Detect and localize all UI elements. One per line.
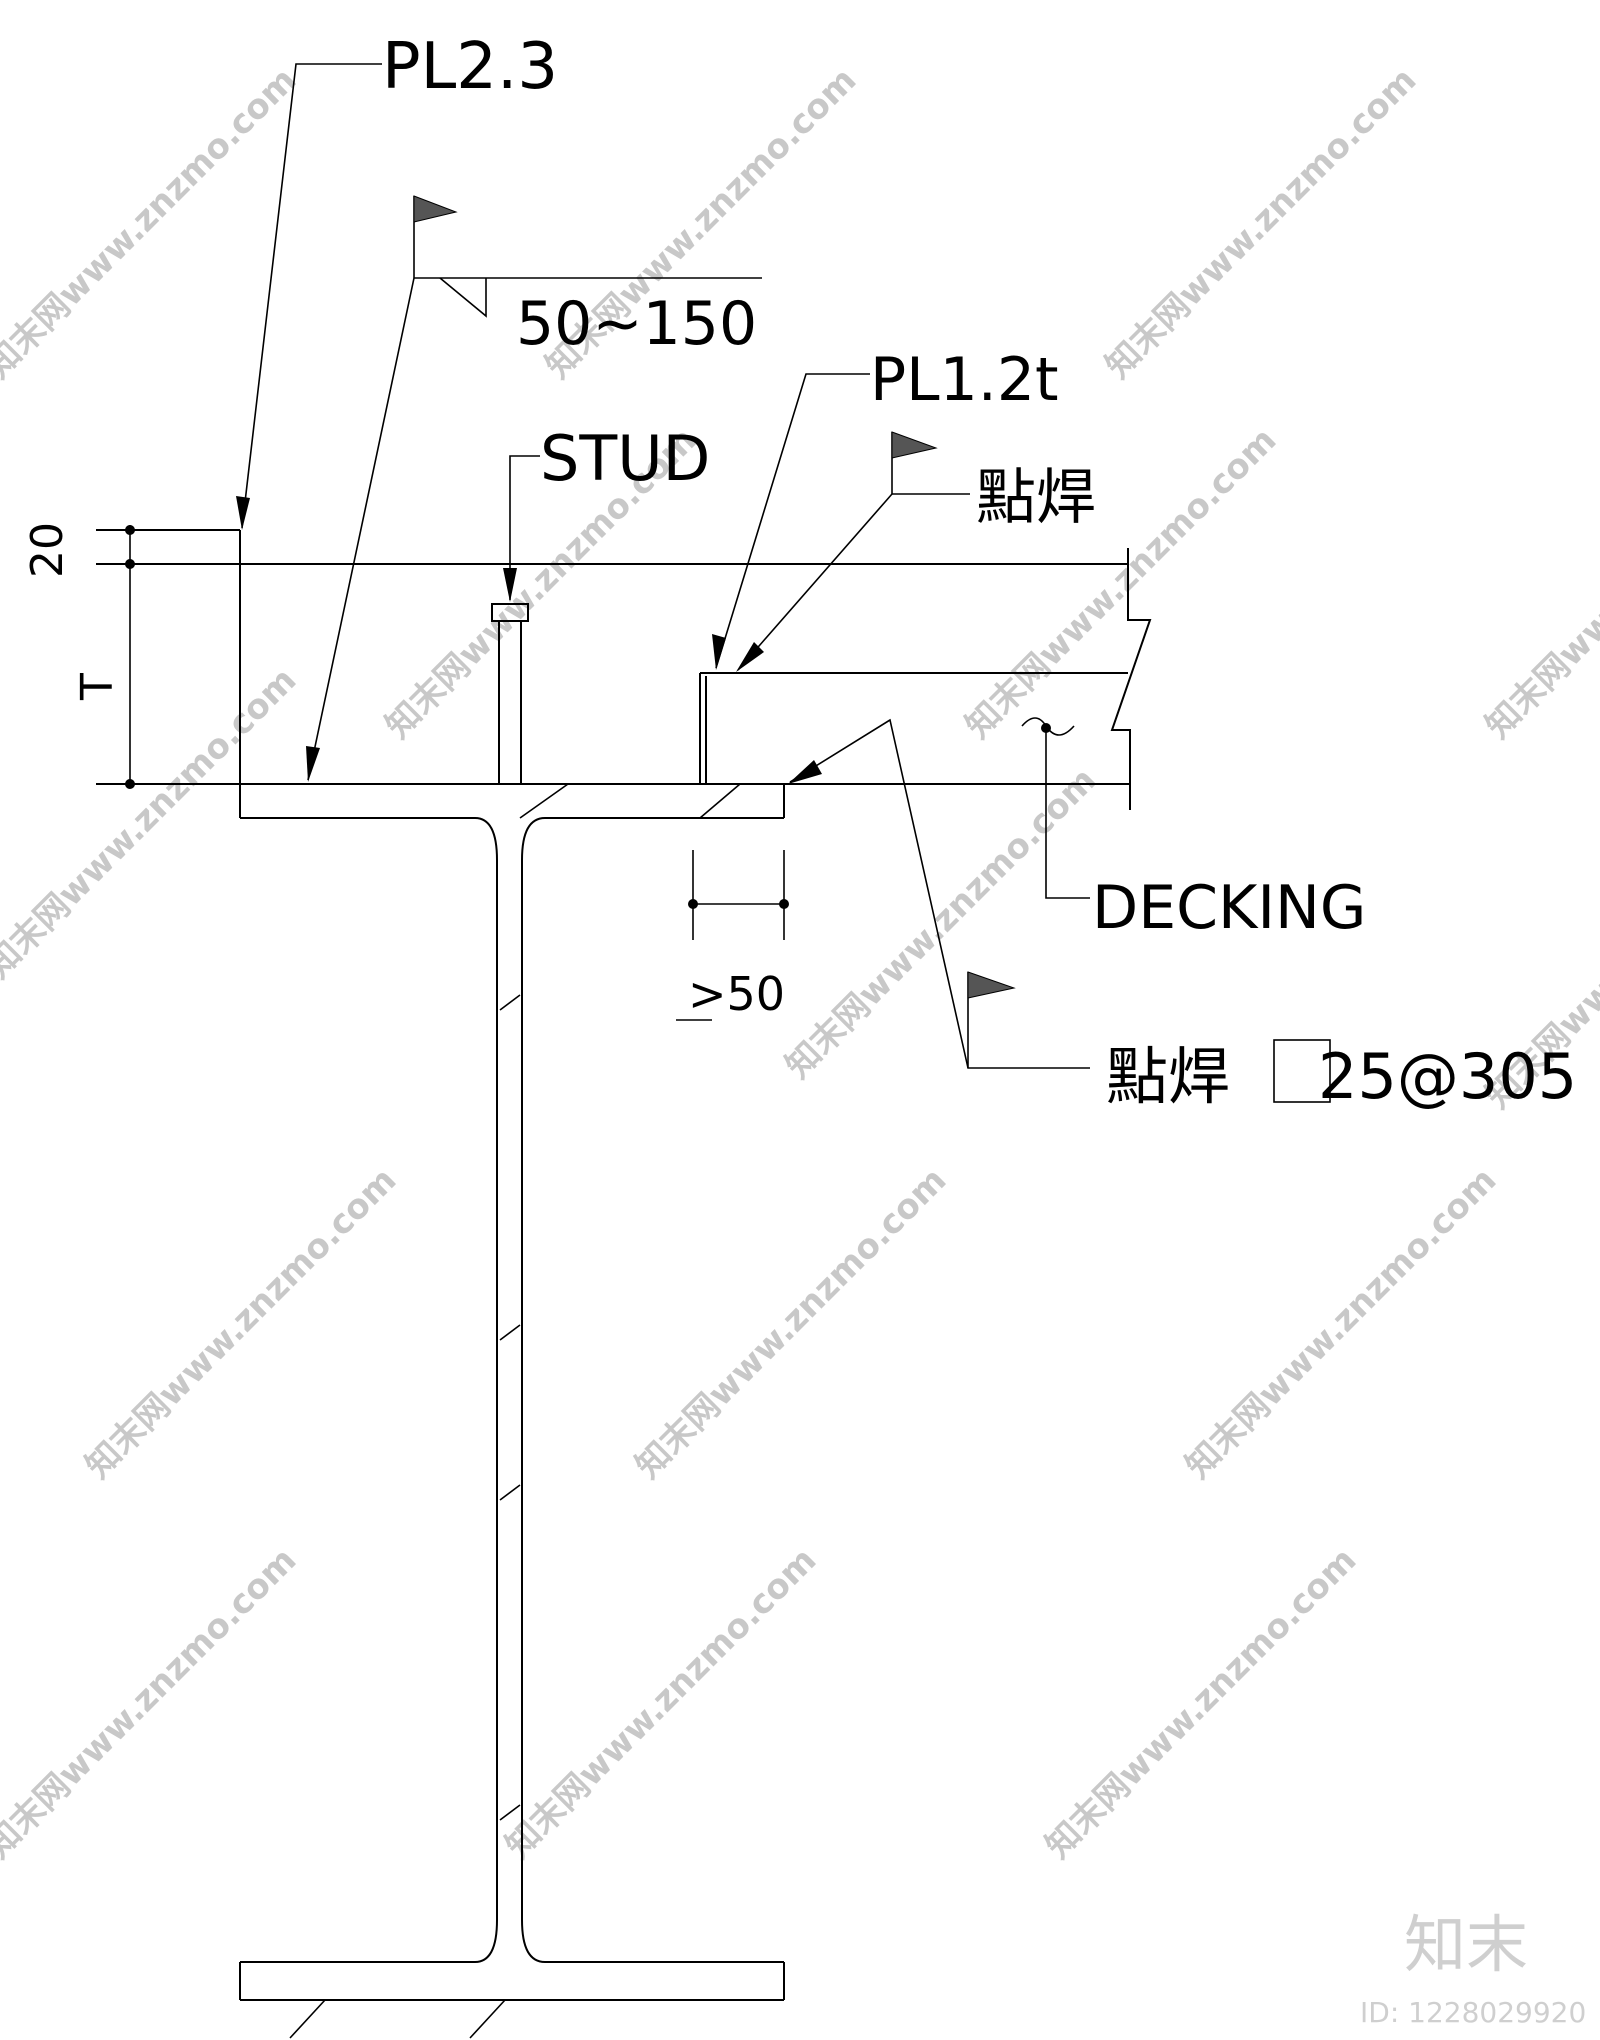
watermark-text: 知末网www.znzmo.com <box>498 1540 824 1866</box>
spot-weld-top-label: 點焊 <box>976 463 1096 533</box>
stud-label: STUD <box>540 422 710 495</box>
dimension-overlap: >50 <box>676 850 789 1021</box>
watermark-text: 知末网www.znzmo.com <box>628 1160 954 1486</box>
brand-logo-text: 知末 <box>1404 1908 1528 1981</box>
plate-top-label: PL2.3 <box>382 30 558 104</box>
leader-plate-mid: PL1.2t <box>712 345 1059 670</box>
dimension-left: 20 T <box>22 522 135 789</box>
leader-decking: DECKING <box>1021 717 1366 943</box>
watermark-text: 知末网www.znzmo.com <box>1098 60 1424 386</box>
dim-20-label: 20 <box>22 522 73 578</box>
watermark-text: 知末网www.znzmo.com <box>1038 1540 1364 1866</box>
watermark-text: 知末网www.znzmo.com <box>0 60 304 386</box>
decking-label: DECKING <box>1092 873 1366 943</box>
watermark-text: 知末网www.znzmo.com <box>1178 1160 1504 1486</box>
dim-T-label: T <box>72 673 123 701</box>
watermark-text: 知末网www.znzmo.com <box>0 660 304 986</box>
leader-spot-weld-top: 點焊 <box>736 431 1096 672</box>
leader-spot-weld-bottom: 點焊 25@305 <box>788 718 1577 1113</box>
plate-mid-label: PL1.2t <box>870 345 1059 415</box>
spot-weld-bottom-spec: 25@305 <box>1318 1040 1577 1113</box>
brand-corner: 知末 ID: 1228029920 <box>1360 1908 1586 2029</box>
spot-weld-bottom-label: 點焊 <box>1106 1040 1230 1113</box>
watermark-text: 知末网www.znzmo.com <box>0 1540 304 1866</box>
leader-plate-top: PL2.3 <box>236 30 558 530</box>
watermark-text: 知末网www.znzmo.com <box>778 760 1104 1086</box>
watermark-text: 知末网www.znzmo.com <box>1478 420 1600 746</box>
leader-weld-range: 50~150 <box>306 195 762 782</box>
image-id: ID: 1228029920 <box>1360 1996 1586 2029</box>
overlap-min-label: >50 <box>688 967 785 1021</box>
weld-range-label: 50~150 <box>516 289 757 359</box>
watermark-layer: 知末网www.znzmo.com 知末网www.znzmo.com 知末网www… <box>0 60 1600 1866</box>
leader-stud: STUD <box>503 422 710 602</box>
slab-and-deck <box>96 529 1152 810</box>
watermark-text: 知末网www.znzmo.com <box>78 1160 404 1486</box>
shear-stud <box>491 603 529 784</box>
